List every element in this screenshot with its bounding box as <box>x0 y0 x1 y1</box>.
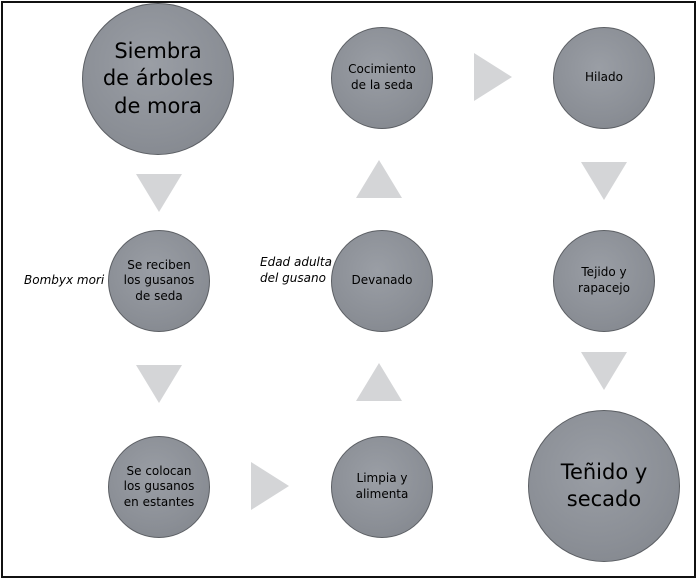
node-siembra-label: Siembra de árboles de mora <box>102 39 214 118</box>
annotation-bombyx: Bombyx mori <box>24 273 105 287</box>
node-tenido-label: Teñido y secado <box>560 459 648 511</box>
node-tejido-label: Tejido y rapacejo <box>578 265 630 295</box>
annotation-edad-line1: Edad adulta <box>260 255 332 269</box>
arrow-up-2 <box>356 160 402 198</box>
arrow-up-1 <box>356 363 402 401</box>
node-colocan-label: Se colocan los gusanos en estantes <box>123 463 195 509</box>
annotation-edad-line2: del gusano <box>260 271 326 286</box>
node-colocan: Se colocan los gusanos en estantes <box>108 436 210 538</box>
arrow-down-1 <box>136 174 182 212</box>
node-reciben-label: Se reciben los gusanos de seda <box>123 257 195 303</box>
arrow-down-3 <box>581 162 627 200</box>
node-hilado-label: Hilado <box>584 70 623 85</box>
node-hilado: Hilado <box>553 27 655 129</box>
node-siembra: Siembra de árboles de mora <box>82 3 234 155</box>
arrow-right-2 <box>474 53 512 101</box>
arrow-right-1 <box>251 462 289 510</box>
node-tejido: Tejido y rapacejo <box>553 230 655 332</box>
node-limpia-label: Limpia y alimenta <box>355 471 409 501</box>
node-reciben: Se reciben los gusanos de seda <box>108 230 210 332</box>
node-devanado-label: Devanado <box>351 273 413 288</box>
arrow-down-2 <box>136 365 182 403</box>
node-limpia: Limpia y alimenta <box>331 436 433 538</box>
arrow-down-4 <box>581 352 627 390</box>
node-tenido: Teñido y secado <box>528 410 680 562</box>
node-cocimiento-label: Cocimiento de la seda <box>348 62 416 92</box>
node-cocimiento: Cocimiento de la seda <box>331 27 433 129</box>
node-devanado: Devanado <box>331 230 433 332</box>
annotation-edad: Edad adulta del gusano <box>260 254 332 286</box>
